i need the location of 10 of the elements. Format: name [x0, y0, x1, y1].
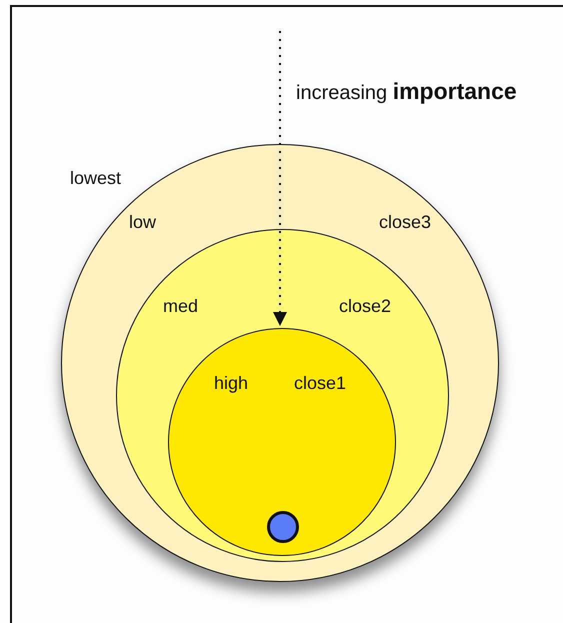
ring-label: close1: [294, 374, 346, 392]
level-label: lowest: [70, 169, 122, 187]
circle-marker: [267, 511, 299, 543]
ring-label: close2: [339, 297, 392, 315]
axis-caption: increasing importance: [296, 80, 517, 103]
ring-label: high: [214, 374, 248, 392]
ring-label: med: [163, 297, 198, 315]
ring-label: low: [129, 213, 156, 231]
arrow: [273, 31, 287, 326]
ring-label: close3: [379, 213, 432, 231]
